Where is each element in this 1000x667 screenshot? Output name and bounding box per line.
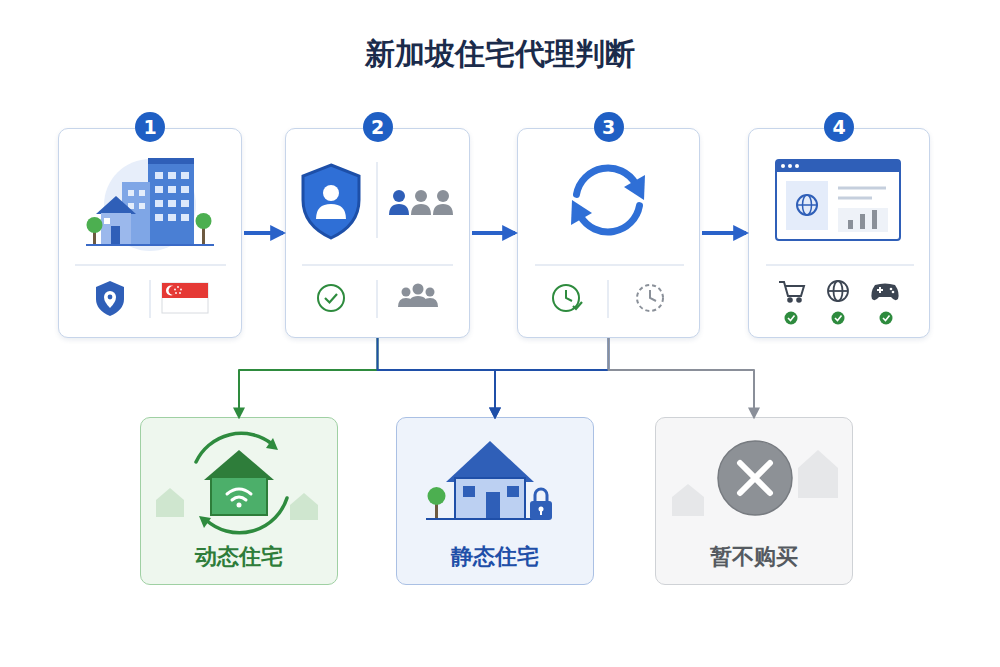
outcome-box: 静态住宅 (396, 417, 594, 585)
refresh-icon (577, 168, 640, 232)
step-card: 1 (58, 128, 242, 338)
shield-person-icon (303, 165, 359, 238)
flow-connector (495, 338, 609, 417)
step-number: 4 (824, 112, 854, 142)
outcome-box: 动态住宅 (140, 417, 338, 585)
group-icon (398, 284, 438, 308)
step-card: 4 (748, 128, 930, 338)
step-card: 3 (517, 128, 700, 338)
static-house-icon (426, 441, 552, 520)
outcome-label: 静态住宅 (397, 542, 593, 572)
people-icon (389, 190, 453, 215)
flow-connector (239, 338, 378, 417)
no-buy-icon (672, 441, 838, 516)
outcome-label: 动态住宅 (141, 542, 337, 572)
outcome-label: 暂不购买 (656, 542, 852, 572)
location-shield-icon (96, 281, 124, 316)
step-number: 3 (594, 112, 624, 142)
flow-connector (472, 231, 515, 235)
flow-connector (244, 231, 283, 235)
dynamic-house-icon (156, 433, 318, 532)
outcome-box: 暂不购买 (655, 417, 853, 585)
check-icon (318, 285, 344, 311)
diagram-title: 新加坡住宅代理判断 (0, 34, 1000, 75)
buildings-icon (86, 158, 214, 251)
clock-dashed-icon (637, 285, 663, 311)
flow-connector (609, 338, 755, 417)
clock-check-icon (553, 285, 582, 311)
flow-connector (378, 338, 496, 417)
flow-connector (702, 231, 746, 235)
browser-icon (776, 160, 900, 240)
step-number: 1 (135, 112, 165, 142)
singapore-flag (162, 283, 208, 313)
globe-icon (828, 281, 848, 301)
gamepad-icon (871, 284, 898, 301)
step-card: 2 (285, 128, 470, 338)
green-checks (785, 312, 893, 325)
cart-icon (779, 282, 804, 302)
step-number: 2 (363, 112, 393, 142)
